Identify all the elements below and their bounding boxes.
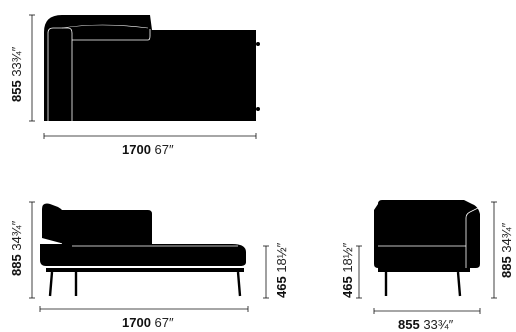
front-view-width-label: 855 33¾″ <box>398 317 454 332</box>
top-view-back-cushion-top <box>61 24 149 29</box>
front-view <box>356 200 497 314</box>
top-view-backrest-outline <box>72 29 151 41</box>
top-view-armrest-outline <box>47 27 73 121</box>
top-view-leg-mark <box>256 42 260 46</box>
side-view-height-label: 885 34¾″ <box>9 220 24 276</box>
front-view-foot <box>464 268 468 272</box>
front-view-arm-outline <box>465 207 479 268</box>
top-view-width-label: 1700 67″ <box>122 142 174 157</box>
front-view-base-frame <box>378 268 470 272</box>
top-view-leg-mark <box>256 107 260 111</box>
side-view-seat <box>40 244 246 266</box>
side-view <box>29 201 269 312</box>
side-view-leg <box>236 271 242 297</box>
side-view-back-panel <box>60 210 152 244</box>
front-view-silhouette <box>374 200 480 268</box>
side-view-base-frame <box>46 268 244 272</box>
front-view-foot <box>380 268 384 272</box>
side-view-seat-height-label: 465 18½″ <box>274 242 289 298</box>
front-view-leg <box>456 271 462 297</box>
top-view-silhouette <box>44 15 256 121</box>
top-view <box>29 14 260 139</box>
side-view-leg <box>48 271 54 297</box>
side-view-width-label: 1700 67″ <box>122 315 174 330</box>
top-view-depth-label: 855 33¾″ <box>9 46 24 102</box>
front-view-seat-height-label: 465 18½″ <box>340 242 355 298</box>
front-view-height-label: 885 34¾″ <box>499 222 514 278</box>
